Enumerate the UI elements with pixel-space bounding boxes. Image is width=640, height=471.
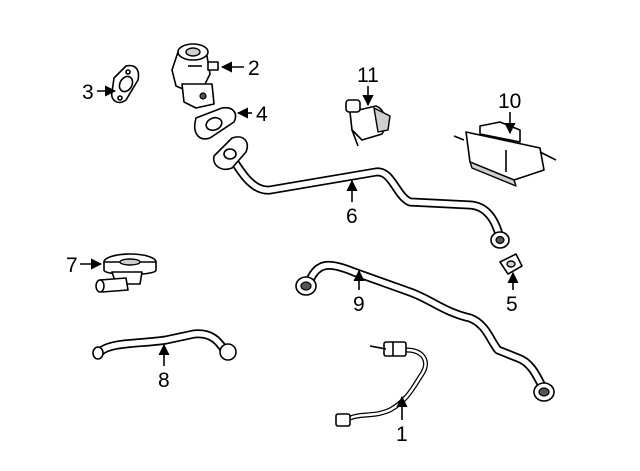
callout-5: 5 <box>506 293 518 316</box>
hose-8 <box>92 329 237 361</box>
callout-9: 9 <box>353 293 365 316</box>
callout-1: 1 <box>396 423 408 446</box>
callout-10: 10 <box>498 90 521 113</box>
callout-8: 8 <box>158 369 170 392</box>
callout-4: 4 <box>256 103 268 126</box>
gasket-3 <box>110 64 140 104</box>
callout-11: 11 <box>357 64 379 87</box>
gasket-4 <box>194 106 237 140</box>
air-valve <box>95 253 157 293</box>
callout-6: 6 <box>346 205 358 228</box>
callout-2: 2 <box>248 57 260 80</box>
vacuum-solenoid <box>345 99 391 147</box>
gasket-5 <box>499 253 523 275</box>
egr-valve <box>171 43 219 109</box>
charcoal-canister <box>453 121 557 187</box>
oxygen-sensor <box>335 341 428 427</box>
callout-3: 3 <box>82 81 94 104</box>
pipe-9 <box>295 260 555 402</box>
egr-pipe-6 <box>212 136 510 249</box>
callout-7: 7 <box>66 254 78 277</box>
